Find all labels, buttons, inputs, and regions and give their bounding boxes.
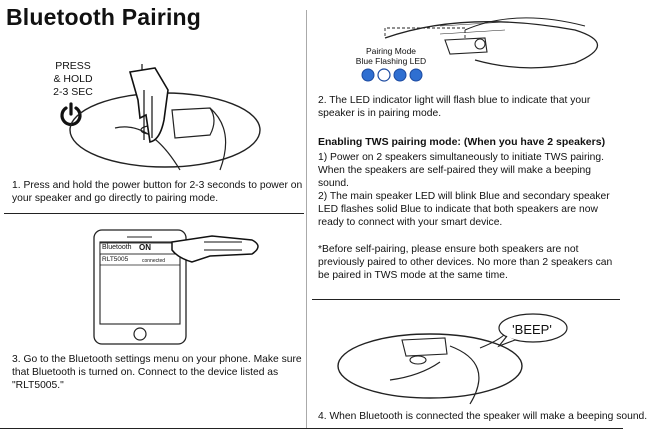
- beep-bubble: 'BEEP': [497, 315, 567, 345]
- led-2-icon: [377, 68, 391, 82]
- tws-item-1: 1) Power on 2 speakers simultaneously to…: [318, 152, 604, 189]
- led-3-icon: [393, 68, 407, 82]
- tws-heading: Enabling TWS pairing mode:: [318, 136, 461, 148]
- blue-flashing-label: Blue Flashing LED: [355, 56, 427, 66]
- led-1-icon: [361, 68, 375, 82]
- tws-item-2: 2) The main speaker LED will blink Blue …: [318, 191, 610, 228]
- press-hold-label: PRESS & HOLD 2-3 SEC: [38, 60, 108, 99]
- speaker-beep-illustration: [337, 327, 523, 405]
- press-line-2: & HOLD: [53, 73, 93, 85]
- pairing-mode-label: Pairing Mode: [365, 46, 417, 56]
- tws-heading-row: Enabling TWS pairing mode: (When you hav…: [318, 136, 618, 148]
- phone-bluetooth-toggle: ON: [139, 243, 151, 252]
- phone-bluetooth-label: Bluetooth: [102, 244, 132, 251]
- tws-heading-note: (When you have 2 speakers): [463, 136, 606, 148]
- led-indicator-row: [361, 68, 423, 82]
- led-4-icon: [409, 68, 423, 82]
- tws-note: *Before self-pairing, please ensure both…: [318, 244, 613, 281]
- step-3-text: 3. Go to the Bluetooth settings menu on …: [12, 354, 302, 391]
- step-4-text: 4. When Bluetooth is connected the speak…: [318, 411, 647, 422]
- page-title: Bluetooth Pairing: [6, 4, 202, 30]
- phone-illustration: [93, 229, 259, 345]
- phone-device-status: connected: [142, 258, 166, 264]
- press-line-1: PRESS: [55, 60, 91, 72]
- divider-left: [4, 213, 304, 214]
- column-divider: [306, 10, 307, 428]
- press-line-3: 2-3 SEC: [53, 86, 93, 98]
- speaker-press-illustration: [69, 64, 261, 171]
- step-1-text: 1. Press and hold the power button for 2…: [12, 180, 303, 204]
- bottom-rule: [0, 428, 623, 429]
- step-2-text: 2. The LED indicator light will flash bl…: [318, 95, 591, 119]
- phone-device-name: RLT5005: [102, 256, 129, 263]
- speech-bubble-icon: [497, 313, 568, 348]
- speaker-led-illustration: [384, 17, 598, 69]
- divider-right: [312, 299, 620, 300]
- beep-label: 'BEEP': [512, 322, 552, 337]
